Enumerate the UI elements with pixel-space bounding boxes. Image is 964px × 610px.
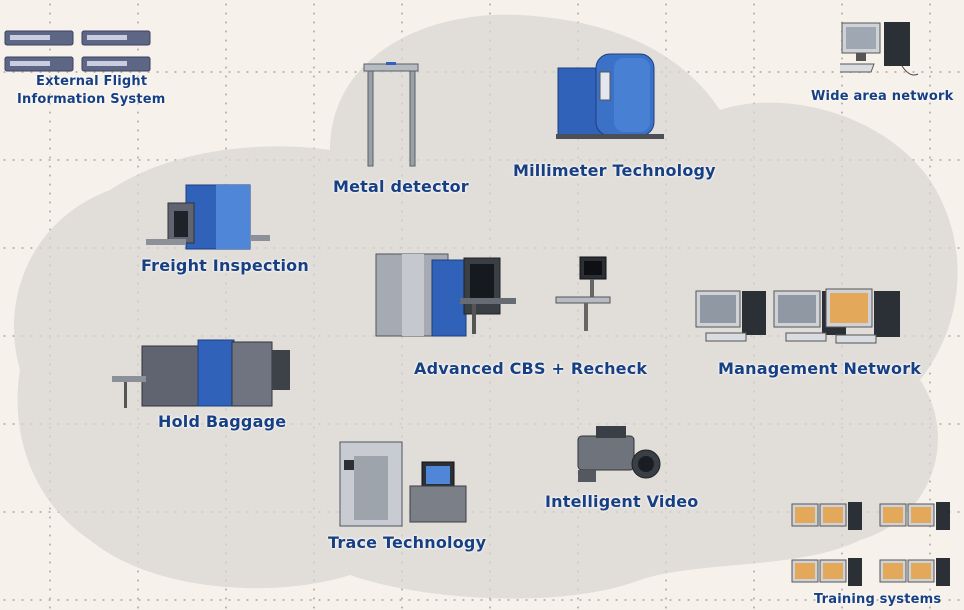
millimeter-scanner-icon [556,53,664,139]
video-camera-icon [577,426,661,482]
hold-baggage-label: Hold Baggage [158,412,287,431]
freight-scanner-icon [146,184,270,250]
millimeter-label: Millimeter Technology [513,161,716,180]
advanced-cbs-label: Advanced CBS + Recheck [414,359,648,378]
training-workstations-icon [791,502,950,586]
trace-detector-icon [339,441,467,527]
wide-area-label: Wide area network [811,89,954,104]
external-flight-label-line2: Information System [17,92,166,107]
freight-label: Freight Inspection [141,256,309,275]
intelligent-video-label: Intelligent Video [545,492,699,511]
management-label: Management Network [718,359,922,378]
recheck-station-icon [555,256,611,331]
training-label: Training systems [814,592,942,607]
advanced-cbs-scanner-icon [375,253,516,337]
management-workstations-icon [695,288,900,344]
wide-area-workstation-icon [840,22,919,76]
metal-detector-icon [363,62,419,167]
hold-baggage-scanner-icon [112,339,290,408]
external-flight-label-line1: External Flight [36,74,148,89]
flight-info-server-rack [4,30,151,72]
metal-detector-label: Metal detector [333,177,469,196]
trace-label: Trace Technology [328,533,487,552]
